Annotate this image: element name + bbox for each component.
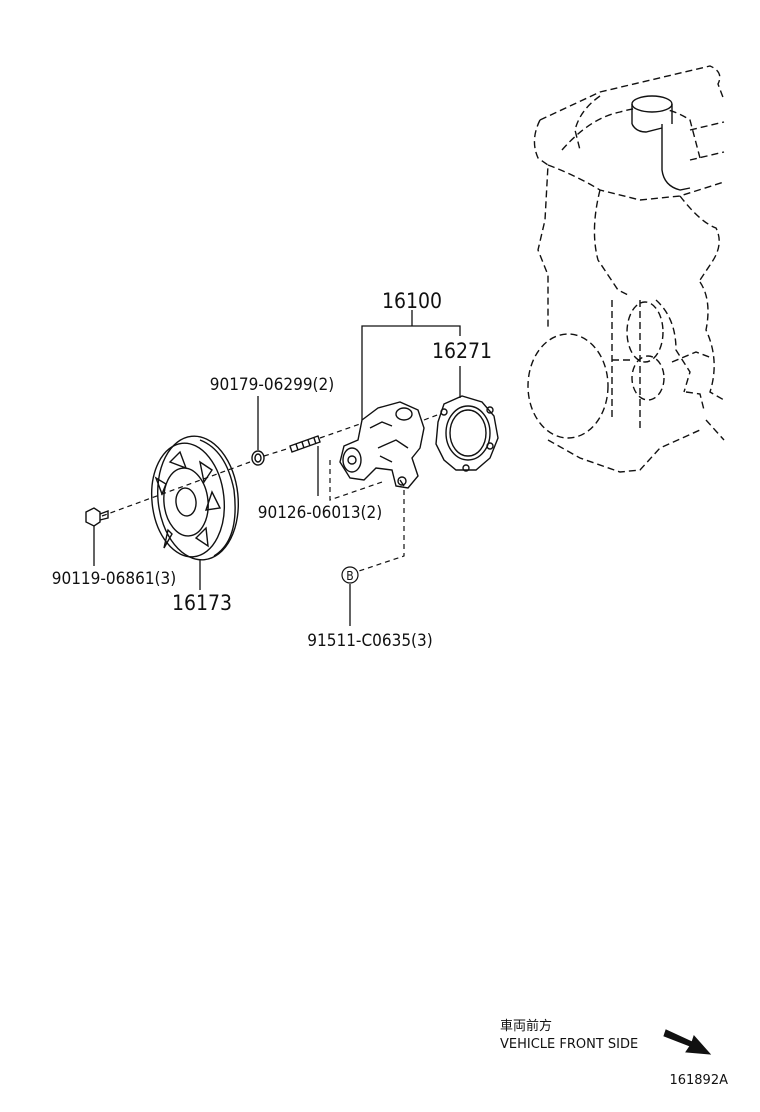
gasket [435,395,499,472]
leader-lines [93,310,461,626]
part-label-16271: 16271 [432,339,492,363]
part-label-16100: 16100 [382,289,442,313]
callout-b: B [341,566,359,584]
orientation-note: 車両前方 VEHICLE FRONT SIDE [500,1018,712,1055]
engine-block-outline [527,65,725,473]
part-label-91511: 91511-C0635(3) [307,631,432,651]
part-label-16173: 16173 [172,591,232,615]
front-arrow-icon [663,1029,712,1055]
orientation-japanese: 車両前方 [500,1018,552,1034]
engine-filler-neck [631,95,691,191]
callout-b-letter: B [346,569,353,583]
part-label-90179: 90179-06299(2) [210,375,334,395]
orientation-english: VEHICLE FRONT SIDE [500,1037,638,1052]
o-ring [251,450,265,466]
part-label-90126: 90126-06013(2) [258,503,382,523]
pulley-bolt [85,507,109,527]
part-label-90119: 90119-06861(3) [52,569,176,589]
water-pump-pulley [151,435,240,561]
diagram-id: 161892A [669,1073,728,1088]
assembly-lines [101,413,441,575]
water-pump-assembly [339,401,425,489]
stud-bolt [289,435,321,453]
